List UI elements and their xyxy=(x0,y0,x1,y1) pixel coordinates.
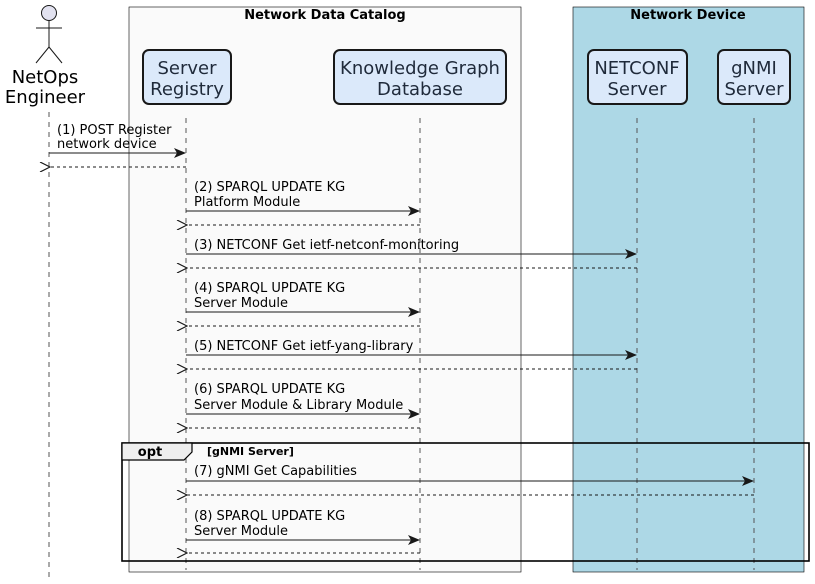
message-3: (3) NETCONF Get ietf-netconf-monitoring xyxy=(186,238,637,268)
catalog-box-title: Network Data Catalog xyxy=(244,8,406,23)
kg-database-label-line-1: Knowledge Graph xyxy=(340,58,500,79)
message-6-label-line-2: Server Module & Library Module xyxy=(194,398,403,413)
server-registry-label-line-1: Server xyxy=(157,58,217,79)
lifelines xyxy=(48,112,755,578)
message-7: (7) gNMI Get Capabilities xyxy=(186,464,754,495)
message-1-label-line-2: network device xyxy=(57,137,157,152)
message-8: (8) SPARQL UPDATE KG Server Module xyxy=(186,509,420,553)
opt-fragment-keyword: opt xyxy=(138,445,162,460)
netconf-server-label-line-1: NETCONF xyxy=(594,58,679,79)
message-5: (5) NETCONF Get ietf-yang-library xyxy=(186,339,637,369)
message-8-label-line-2: Server Module xyxy=(194,524,288,539)
message-2-label-line-2: Platform Module xyxy=(194,195,300,210)
participant-kg-database: Knowledge Graph Database xyxy=(333,49,507,105)
message-2: (2) SPARQL UPDATE KG Platform Module xyxy=(186,180,420,225)
participant-server-registry: Server Registry xyxy=(142,49,232,105)
device-box-title: Network Device xyxy=(630,8,746,23)
message-7-label: (7) gNMI Get Capabilities xyxy=(194,464,357,479)
actor-name-line-1: NetOps xyxy=(12,67,79,88)
message-1: (1) POST Register network device xyxy=(49,123,186,167)
participant-gnmi-server: gNMI Server xyxy=(717,49,791,105)
message-4-label-line-1: (4) SPARQL UPDATE KG xyxy=(194,281,345,296)
stick-figure-icon xyxy=(35,5,63,64)
opt-fragment-guard: [gNMI Server] xyxy=(207,445,294,458)
message-3-label: (3) NETCONF Get ietf-netconf-monitoring xyxy=(194,238,459,253)
server-registry-label-line-2: Registry xyxy=(150,79,224,100)
opt-fragment: opt [gNMI Server] xyxy=(121,442,810,562)
gnmi-server-label-line-2: Server xyxy=(724,79,784,100)
kg-database-label-line-2: Database xyxy=(377,79,463,100)
actor-name-line-2: Engineer xyxy=(5,87,86,108)
participant-netconf-server: NETCONF Server xyxy=(587,49,688,105)
message-6: (6) SPARQL UPDATE KG Server Module & Lib… xyxy=(186,382,420,428)
message-5-label: (5) NETCONF Get ietf-yang-library xyxy=(194,339,414,354)
gnmi-server-label-line-1: gNMI xyxy=(731,58,777,79)
message-6-label-line-1: (6) SPARQL UPDATE KG xyxy=(194,382,345,397)
message-2-label-line-1: (2) SPARQL UPDATE KG xyxy=(194,180,345,195)
message-8-label-line-1: (8) SPARQL UPDATE KG xyxy=(194,509,345,524)
message-1-label-line-1: (1) POST Register xyxy=(57,123,172,138)
message-4-label-line-2: Server Module xyxy=(194,296,288,311)
message-4: (4) SPARQL UPDATE KG Server Module xyxy=(186,281,420,326)
netops-engineer-actor: NetOps Engineer xyxy=(5,5,86,108)
netconf-server-label-line-2: Server xyxy=(607,79,667,100)
